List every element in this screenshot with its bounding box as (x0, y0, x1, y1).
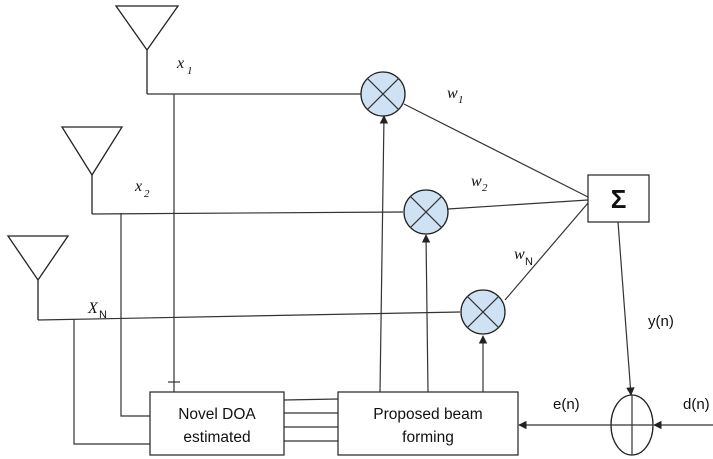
signal-line-2 (91, 211, 404, 215)
svg-text:1: 1 (458, 94, 464, 106)
weight-label-wn: w N (514, 246, 533, 268)
signal-line-n (37, 311, 461, 321)
control-arrow-1 (379, 115, 389, 393)
svg-text:x: x (176, 55, 184, 72)
signal-label-xn: X N (87, 300, 107, 321)
signal-label-x2: x 2 (134, 178, 150, 200)
multiplier-n-icon (460, 289, 506, 335)
svg-text:w: w (471, 173, 482, 190)
doa-beam-link-1 (283, 398, 339, 401)
svg-text:2: 2 (144, 188, 150, 200)
output-arrow (617, 221, 635, 396)
tap-line-2 (120, 213, 150, 417)
multiplier-2-icon (403, 189, 449, 235)
doa-block-line2: estimated (183, 429, 250, 446)
antenna-n-icon (6, 235, 70, 320)
weight-label-w2: w 2 (471, 173, 488, 194)
output-label-y: y(n) (648, 313, 674, 330)
doa-block-line1: Novel DOA (178, 406, 256, 423)
error-junction-icon (610, 394, 654, 456)
weight-line-1 (403, 103, 589, 198)
doa-block (149, 391, 285, 456)
beamforming-block (337, 391, 519, 456)
antenna-2-icon (60, 126, 124, 214)
weight-line-2 (447, 199, 589, 210)
error-label-e: e(n) (553, 396, 580, 413)
tap-line-n (73, 319, 150, 445)
svg-text:1: 1 (187, 65, 193, 77)
reference-label-d: d(n) (683, 396, 710, 413)
antenna-1-icon (114, 5, 180, 94)
svg-text:w: w (447, 85, 458, 102)
svg-text:w: w (514, 246, 525, 263)
control-arrow-2 (421, 234, 431, 393)
beamforming-block-line1: Proposed beam (373, 406, 482, 423)
svg-text:2: 2 (482, 182, 488, 194)
summer-block (587, 174, 650, 223)
svg-text:N: N (99, 309, 107, 321)
summer-symbol: Σ (611, 184, 627, 214)
weight-label-w1: w 1 (447, 85, 464, 106)
svg-text:x: x (134, 178, 142, 195)
svg-text:N: N (525, 256, 533, 268)
beamforming-block-line2: forming (402, 429, 454, 446)
signal-label-x1: x 1 (176, 55, 193, 77)
weight-line-n (504, 202, 589, 301)
multiplier-1-icon (360, 71, 406, 117)
svg-text:X: X (87, 300, 99, 317)
